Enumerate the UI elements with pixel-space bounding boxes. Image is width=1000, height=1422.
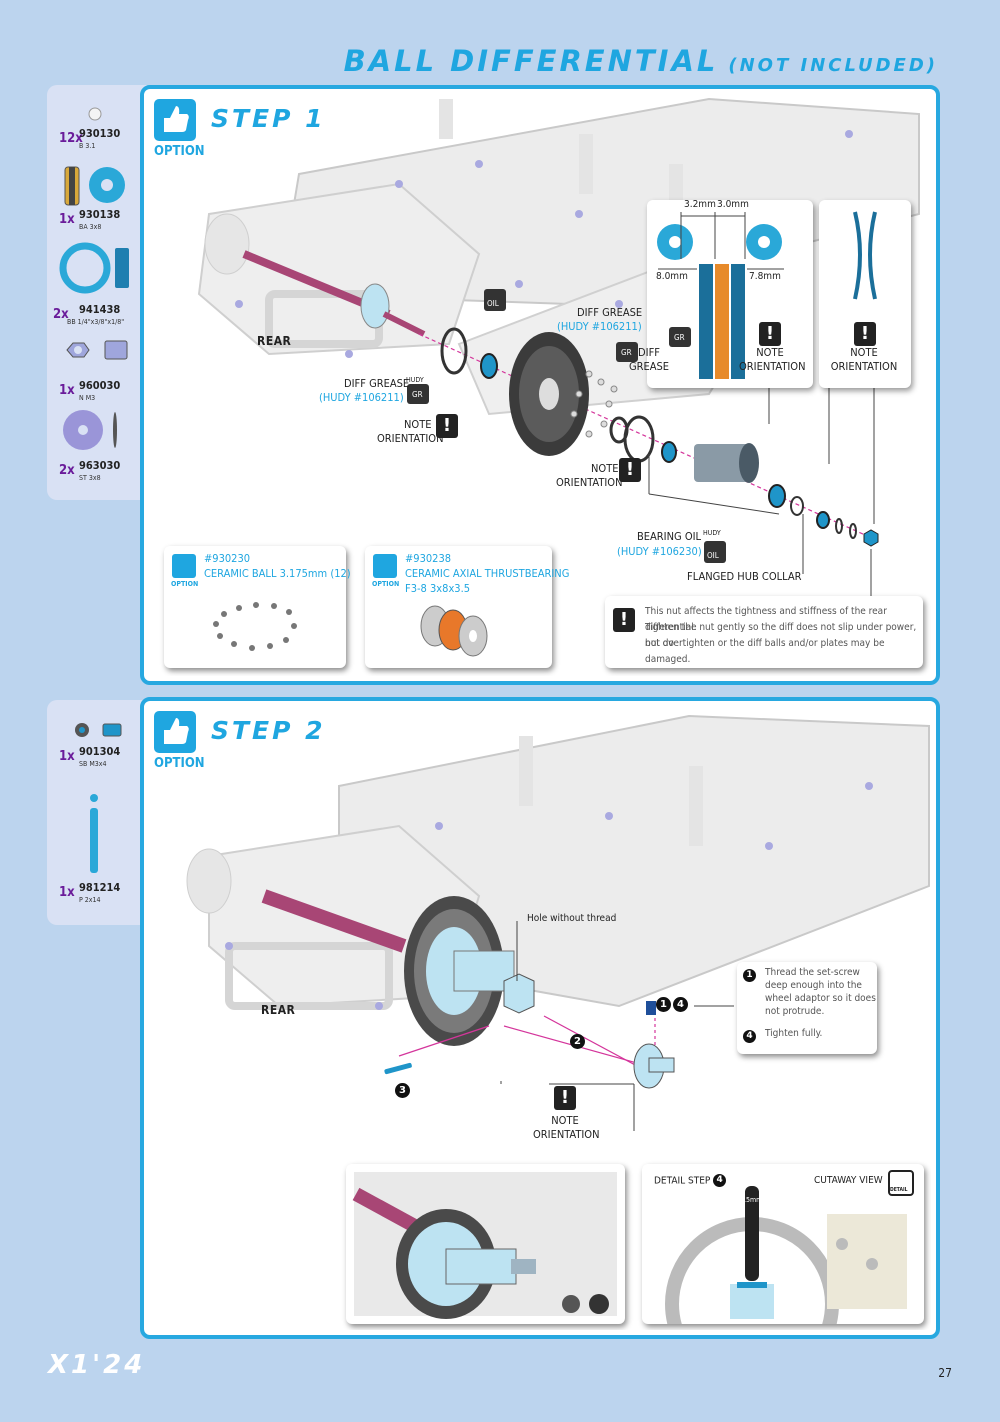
step2-frame: STEP 2 OPTION REAR Hole without thread 2… xyxy=(140,697,940,1339)
label-hudy-tag-left: HUDY xyxy=(406,376,424,384)
dim-3-2mm: 3.2mm xyxy=(684,199,716,210)
parts-panel-step1: 12x 930130 B 3.1 1x 930138 BA 3x8 2x 941… xyxy=(47,85,147,500)
label-detail-step: DETAIL STEP 4 xyxy=(654,1174,727,1188)
note-icon-1: ! xyxy=(436,414,458,438)
label-hudy-top: (HUDY #106211) xyxy=(557,320,642,333)
thumb-icon xyxy=(373,554,397,578)
option-card-thrustbearing: OPTION #930238 CERAMIC AXIAL THRUSTBEARI… xyxy=(365,546,569,668)
step-num-4: 4 xyxy=(673,997,688,1012)
label-gr-left: GR xyxy=(412,390,423,399)
spring-note-b: ORIENTATION xyxy=(830,360,898,373)
detail-photo-illustration xyxy=(352,1172,617,1319)
page-number: 27 xyxy=(938,1366,952,1380)
step2-note-b: ORIENTATION xyxy=(533,1128,600,1141)
label-gr-top: GR xyxy=(674,333,685,342)
dim-3-0mm: 3.0mm xyxy=(717,199,749,210)
label-note-orient-2a: NOTE xyxy=(591,462,619,475)
title-main: BALL DIFFERENTIAL xyxy=(343,44,719,78)
label-bearing-oil: BEARING OIL xyxy=(637,530,702,543)
label-diff-grease-left: DIFF GREASE xyxy=(344,377,410,390)
label-note-orient-2b: ORIENTATION xyxy=(556,476,623,489)
label-flanged-hub-collar: FLANGED HUB COLLAR xyxy=(687,570,802,583)
note-card-nut: ! This nut affects the tightness and sti… xyxy=(605,596,923,668)
label-oil-top: OIL xyxy=(487,299,499,308)
label-gauge: 1.5mm xyxy=(740,1196,763,1204)
dim-8-0mm: 8.0mm xyxy=(656,271,688,282)
spring-note-icon: ! xyxy=(854,322,876,346)
step1-frame: STEP 1 OPTION REAR DIFF GREASE (HUDY #10… xyxy=(140,85,940,685)
detail-note-icon: ! xyxy=(759,322,781,346)
step1-title: STEP 1 xyxy=(211,104,326,133)
cutaway-illustration xyxy=(665,1186,907,1324)
ceramic-balls-illustration xyxy=(213,602,297,651)
parts-illustrations xyxy=(59,107,129,450)
label-hudy-tag-oil: HUDY xyxy=(703,529,721,537)
label-hudy-oil: (HUDY #106230) xyxy=(617,545,702,558)
title-sub: (NOT INCLUDED) xyxy=(728,55,938,76)
spring-note-a: NOTE xyxy=(850,346,878,359)
dim-7-8mm: 7.8mm xyxy=(749,271,781,282)
step1-option-label: OPTION xyxy=(154,144,205,159)
callout-set-screw: 1 Thread the set-screw deep enough into … xyxy=(737,962,877,1054)
note-card-icon: ! xyxy=(613,608,635,632)
step-num-1: 1 xyxy=(656,997,671,1012)
option-card-ceramic-ball: OPTION #930230 CERAMIC BALL 3.175mm (12) xyxy=(164,546,351,668)
label-hudy-left: (HUDY #106211) xyxy=(319,391,404,404)
label-oil-bottom: OIL xyxy=(707,551,719,560)
step2-note-a: NOTE xyxy=(551,1114,579,1127)
detail-diff-b: GREASE xyxy=(628,360,670,373)
step2-note-icon: ! xyxy=(554,1086,576,1110)
parts-illustrations-2 xyxy=(75,723,122,873)
step2-option-label: OPTION xyxy=(154,756,205,771)
page-title: BALL DIFFERENTIAL (NOT INCLUDED) xyxy=(344,44,938,78)
step2-canvas: STEP 2 OPTION REAR Hole without thread 2… xyxy=(149,706,931,1330)
footer-logo: X1'24 xyxy=(48,1350,146,1380)
detail-gr: GR xyxy=(621,348,632,357)
note-icon-2: ! xyxy=(619,458,641,482)
detail-zoom-icon: DETAIL xyxy=(888,1170,914,1196)
label-note-orient-1a: NOTE xyxy=(404,418,432,431)
step2-rear-label: REAR xyxy=(261,1003,296,1017)
detail-note-a: NOTE xyxy=(756,346,784,359)
cutaway-card: DETAIL STEP 4 1.5mm CUTAWAY VIEW DETAIL xyxy=(642,1164,924,1324)
step-num-2: 2 xyxy=(570,1034,585,1049)
parts-panel-step2: 1x 901304 SB M3x4 1x 981214 P 2x14 xyxy=(47,700,147,925)
step2-illustration xyxy=(154,711,930,1131)
detail-note-b: ORIENTATION xyxy=(739,360,806,373)
label-diff-grease-top: DIFF GREASE xyxy=(577,306,643,319)
detail-photo-card xyxy=(346,1164,625,1324)
label-cutaway-view: CUTAWAY VIEW xyxy=(814,1175,883,1186)
step-num-3: 3 xyxy=(395,1083,410,1098)
label-hole-without-thread: Hole without thread xyxy=(527,913,617,924)
step2-title: STEP 2 xyxy=(211,716,326,745)
thumb-icon xyxy=(172,554,196,578)
step1-canvas: STEP 1 OPTION REAR DIFF GREASE (HUDY #10… xyxy=(149,94,931,676)
step1-rear-label: REAR xyxy=(257,334,292,348)
detail-diff-a: DIFF xyxy=(638,346,660,359)
label-note-orient-1b: ORIENTATION xyxy=(377,432,444,445)
thrustbearing-illustration xyxy=(420,605,488,657)
